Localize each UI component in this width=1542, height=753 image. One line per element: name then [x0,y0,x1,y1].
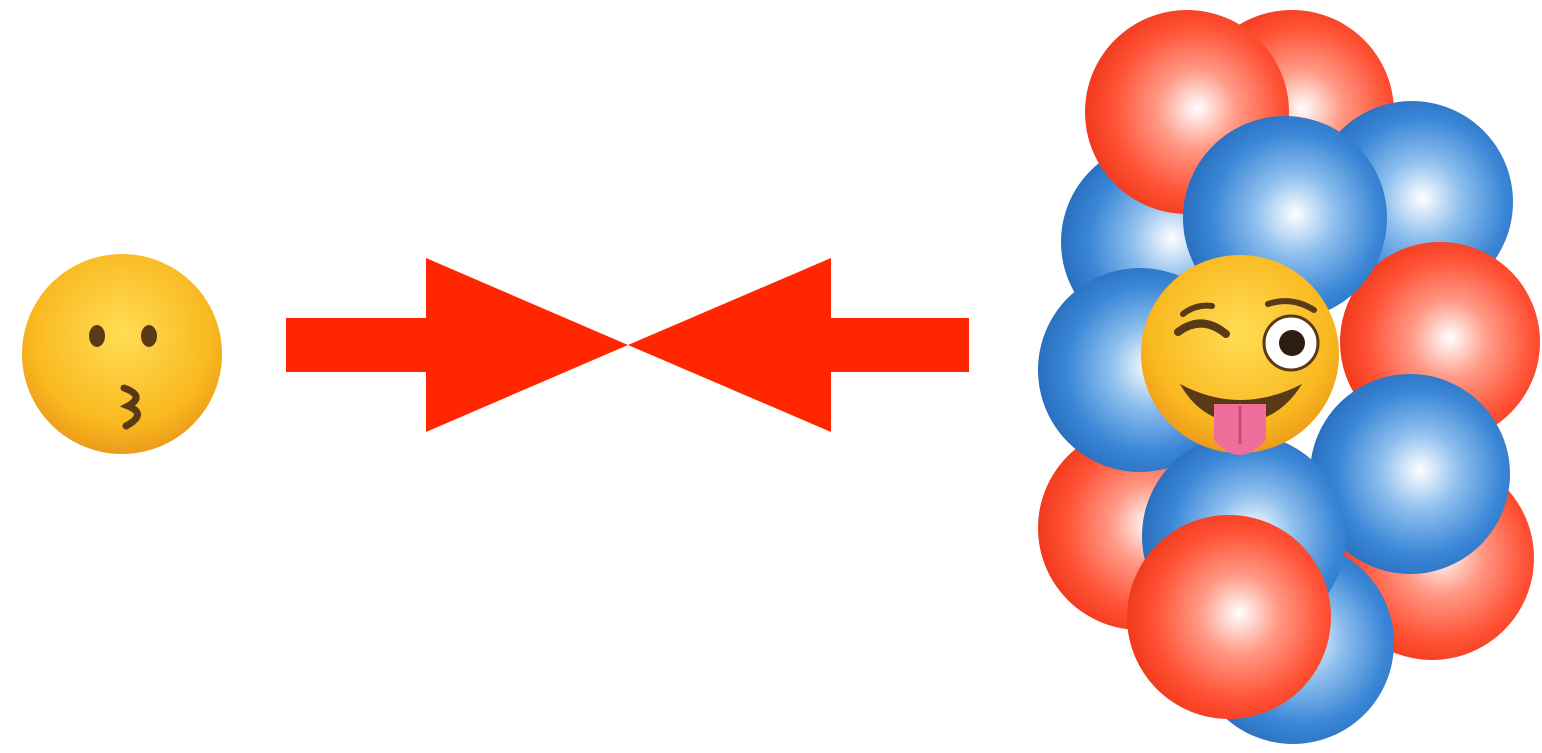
winking-face-with-tongue-emoji-icon [1141,255,1339,455]
left-pointing-arrow [628,258,969,432]
kissing-face-emoji-icon [22,254,222,454]
atomic-nucleus-icon [1038,10,1540,744]
neutron-sphere [1310,374,1510,574]
two-opposing-arrows-icon [286,258,969,432]
proton-sphere [1127,515,1331,719]
right-pointing-arrow [286,258,628,432]
